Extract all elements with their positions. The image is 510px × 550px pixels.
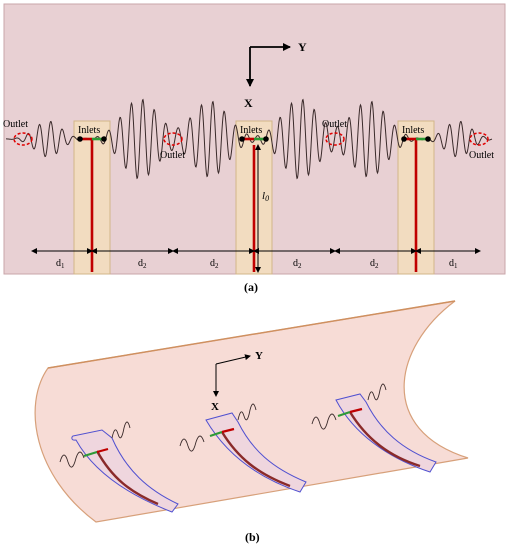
outlet-label-mid2: Outlet	[322, 119, 347, 130]
axes-a: Y X	[244, 40, 307, 110]
pad-2	[179, 403, 307, 493]
outlet-label-mid1: Outlet	[160, 150, 185, 161]
inlet-bar-1	[77, 136, 107, 142]
caption-b: (b)	[245, 530, 260, 544]
dim-label-1: d1	[56, 258, 65, 270]
inlets-label-1: Inlets	[78, 125, 100, 136]
axis-x-label-a: X	[244, 96, 253, 110]
dim-label-2: d2	[138, 258, 147, 270]
inlets-label-3: Inlets	[402, 125, 424, 136]
outlet-marker-2	[163, 132, 183, 146]
panel-a: Outlet Outlet Outlet Outlet Inlets Inlet…	[3, 3, 506, 294]
pad-1	[59, 421, 179, 513]
surface-top-edge	[47, 300, 456, 369]
panel-b: Y X (b)	[34, 300, 469, 544]
dim-label-5: d2	[370, 258, 379, 270]
axis-x-label-b: X	[211, 401, 219, 413]
axis-y-label-b: Y	[255, 350, 263, 362]
curved-surface	[34, 300, 469, 523]
outlet-marker-4	[469, 132, 489, 146]
dim-label-6: d1	[449, 258, 458, 270]
axes-b: Y X	[211, 350, 263, 413]
inlets-label-2: Inlets	[240, 125, 262, 136]
dim-label-3: d2	[210, 258, 219, 270]
caption-a: (a)	[244, 280, 258, 294]
inlet-bar-3	[401, 136, 431, 142]
dim-label-4: d2	[293, 258, 302, 270]
axis-y-label-a: Y	[298, 40, 307, 54]
outlet-marker-1	[13, 132, 33, 146]
length-label: l0	[262, 190, 269, 203]
outlet-label-right: Outlet	[469, 150, 494, 161]
outlet-label-left: Outlet	[3, 119, 28, 130]
inlet-bar-2	[239, 136, 269, 142]
pad-3	[311, 383, 437, 473]
outlet-marker-3	[325, 132, 345, 146]
